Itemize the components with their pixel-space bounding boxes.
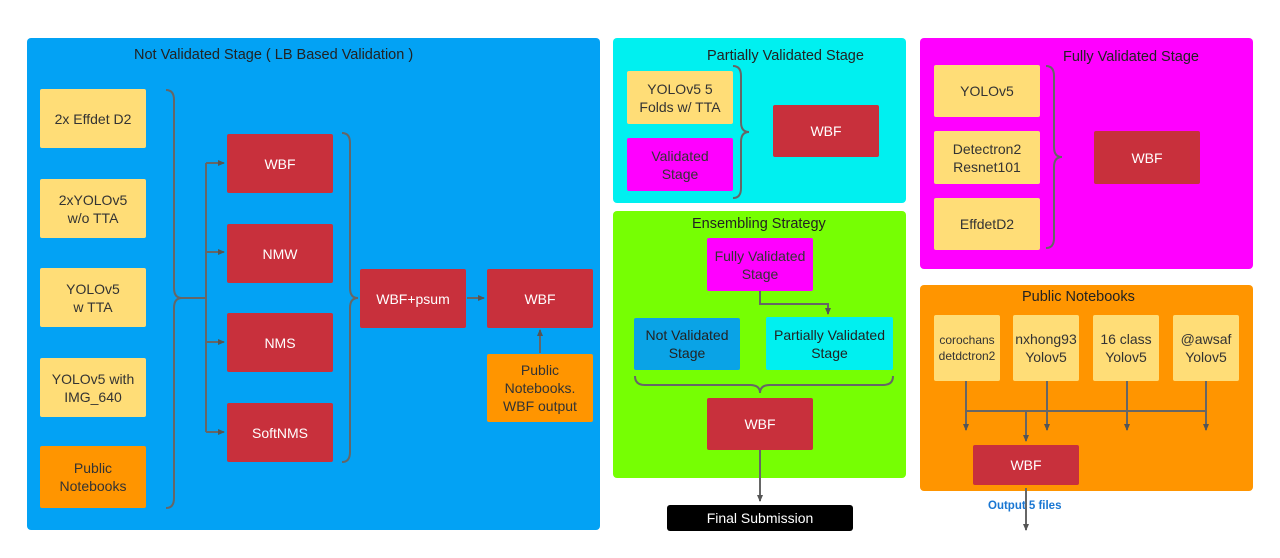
public-notebooks-wbf-output: Public Notebooks. WBF output bbox=[487, 354, 593, 422]
partial-validated-stage: Validated Stage bbox=[627, 138, 733, 191]
partial-title: Partially Validated Stage bbox=[707, 48, 864, 64]
ensemble-partially-validated: Partially Validated Stage bbox=[766, 317, 893, 370]
not-validated-final-wbf: WBF bbox=[487, 269, 593, 328]
full-model-effdetd2: EffdetD2 bbox=[934, 198, 1040, 250]
full-model-detectron2: Detectron2 Resnet101 bbox=[934, 131, 1040, 184]
full-wbf: WBF bbox=[1094, 131, 1200, 184]
ensembling-title: Ensembling Strategy bbox=[692, 216, 826, 232]
ensemble-not-validated: Not Validated Stage bbox=[634, 318, 740, 370]
partial-wbf: WBF bbox=[773, 105, 879, 157]
public-notebooks-title: Public Notebooks bbox=[1022, 289, 1135, 305]
public-notebooks-box: Public Notebooks bbox=[40, 446, 146, 508]
public-nxhong93-yolov5: nxhong93 Yolov5 bbox=[1013, 315, 1079, 381]
model-yolov5-tta: YOLOv5 w TTA bbox=[40, 268, 146, 327]
public-16class-yolov5: 16 class Yolov5 bbox=[1093, 315, 1159, 381]
full-title: Fully Validated Stage bbox=[1063, 49, 1199, 65]
final-submission: Final Submission bbox=[667, 505, 853, 531]
partial-model-yolov5-folds: YOLOv5 5 Folds w/ TTA bbox=[627, 71, 733, 124]
public-wbf: WBF bbox=[973, 445, 1079, 485]
method-nmw: NMW bbox=[227, 224, 333, 283]
not-validated-title: Not Validated Stage ( LB Based Validatio… bbox=[134, 47, 414, 63]
model-yolov5-no-tta: 2xYOLOv5 w/o TTA bbox=[40, 179, 146, 238]
ensemble-fully-validated: Fully Validated Stage bbox=[707, 238, 813, 291]
model-effdet-d2: 2x Effdet D2 bbox=[40, 89, 146, 148]
method-nms: NMS bbox=[227, 313, 333, 372]
method-wbf: WBF bbox=[227, 134, 333, 193]
public-corochans-detectron2: corochans detdctron2 bbox=[934, 315, 1000, 381]
method-softnms: SoftNMS bbox=[227, 403, 333, 462]
public-output-label: Output 5 files bbox=[988, 500, 1062, 512]
ensemble-wbf: WBF bbox=[707, 398, 813, 450]
full-model-yolov5: YOLOv5 bbox=[934, 65, 1040, 117]
model-yolov5-img640: YOLOv5 with IMG_640 bbox=[40, 358, 146, 417]
combine-wbf-psum: WBF+psum bbox=[360, 269, 466, 328]
public-awsaf-yolov5: @awsaf Yolov5 bbox=[1173, 315, 1239, 381]
